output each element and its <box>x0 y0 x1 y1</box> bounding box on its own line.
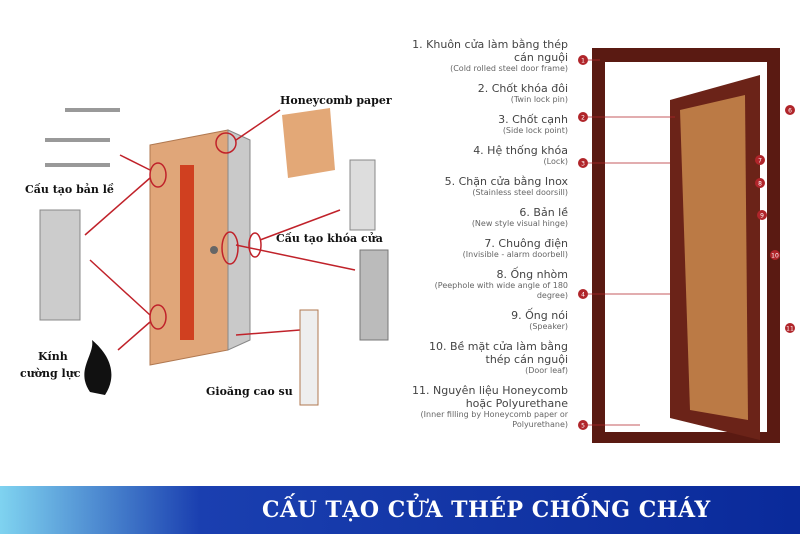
label-gasket: Gioăng cao su <box>206 385 293 398</box>
component-item: 8. Ống nhòm(Peephole with wide angle of … <box>402 268 568 301</box>
marker-5 <box>578 420 588 430</box>
marker-9 <box>757 210 767 220</box>
component-english: (Inner filling by Honeycomb paper or Pol… <box>420 410 568 429</box>
component-name: 2. Chốt khóa đôi <box>477 82 568 95</box>
label-honeycomb: Honeycomb paper <box>280 94 392 107</box>
marker-10 <box>770 250 780 260</box>
component-item: 9. Ống nói(Speaker) <box>402 309 568 332</box>
component-name: 5. Chặn cửa bằng Inox <box>444 175 568 188</box>
component-name: 7. Chuông điện <box>484 237 568 250</box>
component-item: 6. Bản lề(New style visual hinge) <box>402 206 568 229</box>
component-name: 6. Bản lề <box>519 206 568 219</box>
component-name: 8. Ống nhòm <box>496 268 569 281</box>
component-english: (Side lock point) <box>502 126 568 135</box>
marker-6 <box>785 105 795 115</box>
component-english: (Cold rolled steel door frame) <box>450 64 568 73</box>
component-english: (Twin lock pin) <box>510 95 568 104</box>
marker-number: 3 <box>581 161 585 168</box>
hinge-pins <box>45 108 120 167</box>
marker-number: 5 <box>581 423 585 430</box>
component-list: 1. Khuôn cửa làm bằng thép cán nguội(Col… <box>402 38 568 438</box>
marker-number: 6 <box>788 108 792 115</box>
label-lock: Cấu tạo khóa cửa <box>276 232 383 245</box>
component-name: 9. Ống nói <box>511 309 568 322</box>
component-name: 1. Khuôn cửa làm bằng thép cán nguội <box>412 38 568 64</box>
marker-2 <box>578 112 588 122</box>
door-handle-icon <box>210 246 218 254</box>
component-item: 10. Bề mặt cửa làm bằng thép cán nguội(D… <box>402 340 568 376</box>
marker-number: 2 <box>581 115 585 122</box>
component-item: 5. Chặn cửa bằng Inox(Stainless steel do… <box>402 175 568 198</box>
fire-icon <box>84 340 112 395</box>
marker-1 <box>578 55 588 65</box>
component-item: 11. Nguyên liệu Honeycomb hoặc Polyureth… <box>402 384 568 430</box>
marker-number: 8 <box>758 181 762 188</box>
gasket-image <box>299 309 319 406</box>
marker-number: 4 <box>581 292 585 299</box>
component-name: 10. Bề mặt cửa làm bằng thép cán nguội <box>428 340 568 366</box>
label-hinge: Cấu tạo bản lề <box>25 183 114 196</box>
component-item: 7. Chuông điện(Invisible - alarm doorbel… <box>402 237 568 260</box>
honeycomb-sample <box>282 108 335 178</box>
label-glass-1: Kính <box>38 350 68 363</box>
marker-3 <box>578 158 588 168</box>
component-english: (Stainless steel doorsill) <box>472 188 568 197</box>
component-item: 2. Chốt khóa đôi(Twin lock pin) <box>402 82 568 105</box>
marker-4 <box>578 289 588 299</box>
marker-number: 7 <box>758 158 762 165</box>
component-item: 3. Chốt cạnh(Side lock point) <box>402 113 568 136</box>
lock-plate-image <box>349 159 376 231</box>
marker-number: 1 <box>581 58 585 65</box>
glass-panel <box>180 165 194 340</box>
banner-title: CẤU TẠO CỬA THÉP CHỐNG CHÁY <box>262 497 711 523</box>
component-english: (Invisible - alarm doorbell) <box>462 250 568 259</box>
left-door-illustration <box>149 129 251 366</box>
component-english: (Peephole with wide angle of 180 degree) <box>434 281 568 300</box>
component-name: 11. Nguyên liệu Honeycomb hoặc Polyureth… <box>412 384 568 410</box>
marker-number: 10 <box>771 253 779 260</box>
marker-number: 9 <box>760 213 764 220</box>
component-english: (Door leaf) <box>525 366 568 375</box>
marker-8 <box>755 178 765 188</box>
component-english: (New style visual hinge) <box>471 219 568 228</box>
label-glass-2: cường lực <box>20 367 81 380</box>
component-name: 4. Hệ thống khóa <box>473 144 568 157</box>
component-english: (Lock) <box>543 157 568 166</box>
marker-number: 11 <box>786 326 794 333</box>
component-item: 4. Hệ thống khóa(Lock) <box>402 144 568 167</box>
marker-11 <box>785 323 795 333</box>
pointer-lines <box>84 109 356 351</box>
right-door-illustration <box>592 48 780 443</box>
marker-7 <box>755 155 765 165</box>
lock-body-image <box>359 249 389 341</box>
component-name: 3. Chốt cạnh <box>498 113 568 126</box>
marker-lines <box>580 59 675 426</box>
title-banner: CẤU TẠO CỬA THÉP CHỐNG CHÁY <box>0 486 800 534</box>
component-english: (Speaker) <box>529 322 568 331</box>
component-item: 1. Khuôn cửa làm bằng thép cán nguội(Col… <box>402 38 568 74</box>
component-markers: 1 2 3 4 5 6 7 8 9 10 11 <box>578 55 795 430</box>
hinge-image <box>39 209 81 321</box>
